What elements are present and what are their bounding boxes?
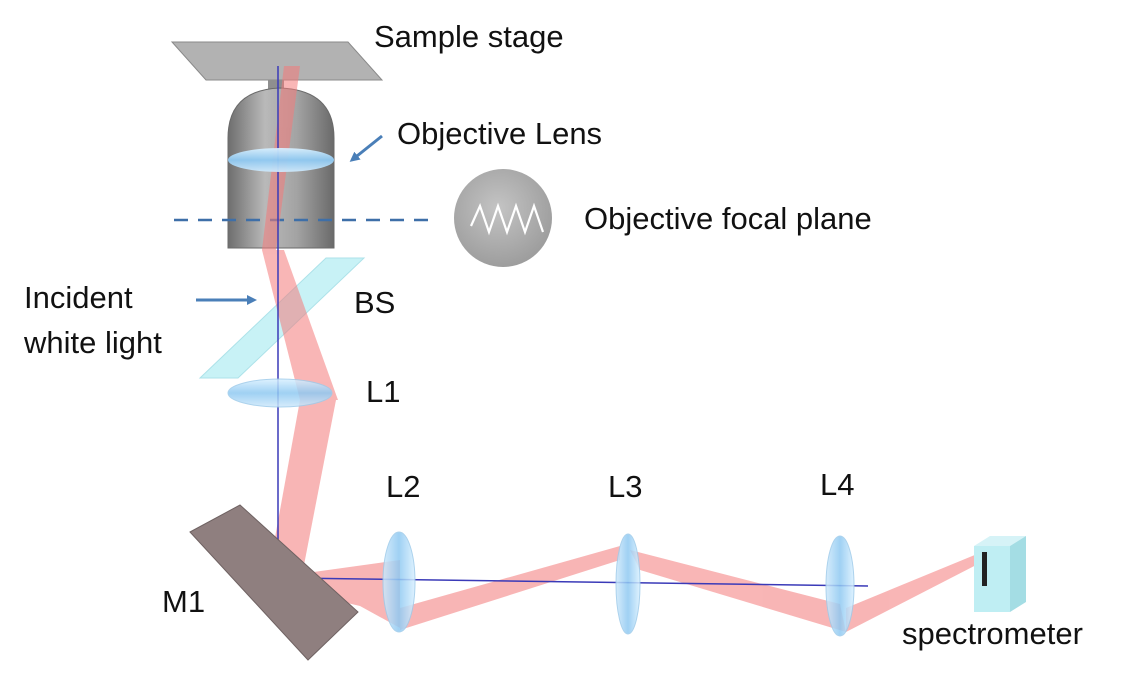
label-spectrometer: spectrometer xyxy=(902,616,1083,651)
lens-l4 xyxy=(825,535,855,637)
lens-l2 xyxy=(382,531,416,633)
lens-l1 xyxy=(227,378,333,408)
label-l2: L2 xyxy=(386,469,420,504)
label-incident-line1: Incident xyxy=(24,280,133,315)
spectrometer-box xyxy=(974,536,1026,612)
label-incident-line2: white light xyxy=(23,325,162,360)
focal-plane-icon xyxy=(454,169,552,267)
mirror-m1 xyxy=(189,504,359,661)
objective-lens-element xyxy=(228,148,334,172)
label-l4: L4 xyxy=(820,467,854,502)
label-bs: BS xyxy=(354,285,395,320)
label-objective-lens: Objective Lens xyxy=(397,116,602,151)
label-objective-focal-plane: Objective focal plane xyxy=(584,201,872,236)
label-l1: L1 xyxy=(366,374,400,409)
label-m1: M1 xyxy=(162,584,205,619)
objective-lens-arrow-icon xyxy=(349,134,383,162)
sample-stage-plate xyxy=(170,41,384,81)
lens-l3 xyxy=(615,533,641,635)
label-sample-stage: Sample stage xyxy=(374,19,564,54)
label-l3: L3 xyxy=(608,469,642,504)
